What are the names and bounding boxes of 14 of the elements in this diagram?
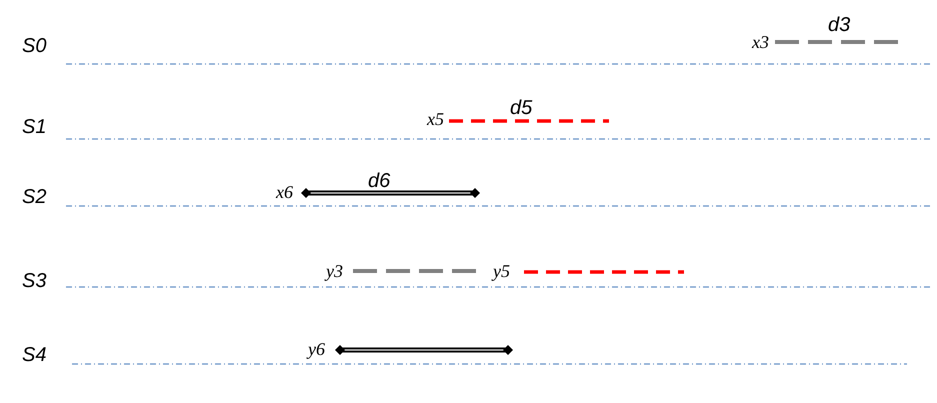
point-label: y3 xyxy=(326,262,343,280)
state-label: S4 xyxy=(22,345,46,365)
state-label: S3 xyxy=(22,271,46,291)
point-label: x5 xyxy=(427,110,444,128)
state-label: S1 xyxy=(22,117,46,137)
duration-label: d3 xyxy=(828,15,850,35)
point-label: y5 xyxy=(493,262,510,280)
duration-label: d6 xyxy=(368,171,390,191)
point-label: y6 xyxy=(308,340,325,358)
duration-label: d5 xyxy=(510,98,532,118)
state-label: S0 xyxy=(22,36,46,56)
state-label: S2 xyxy=(22,187,46,207)
point-label: x6 xyxy=(276,183,293,201)
point-label: x3 xyxy=(752,33,769,51)
